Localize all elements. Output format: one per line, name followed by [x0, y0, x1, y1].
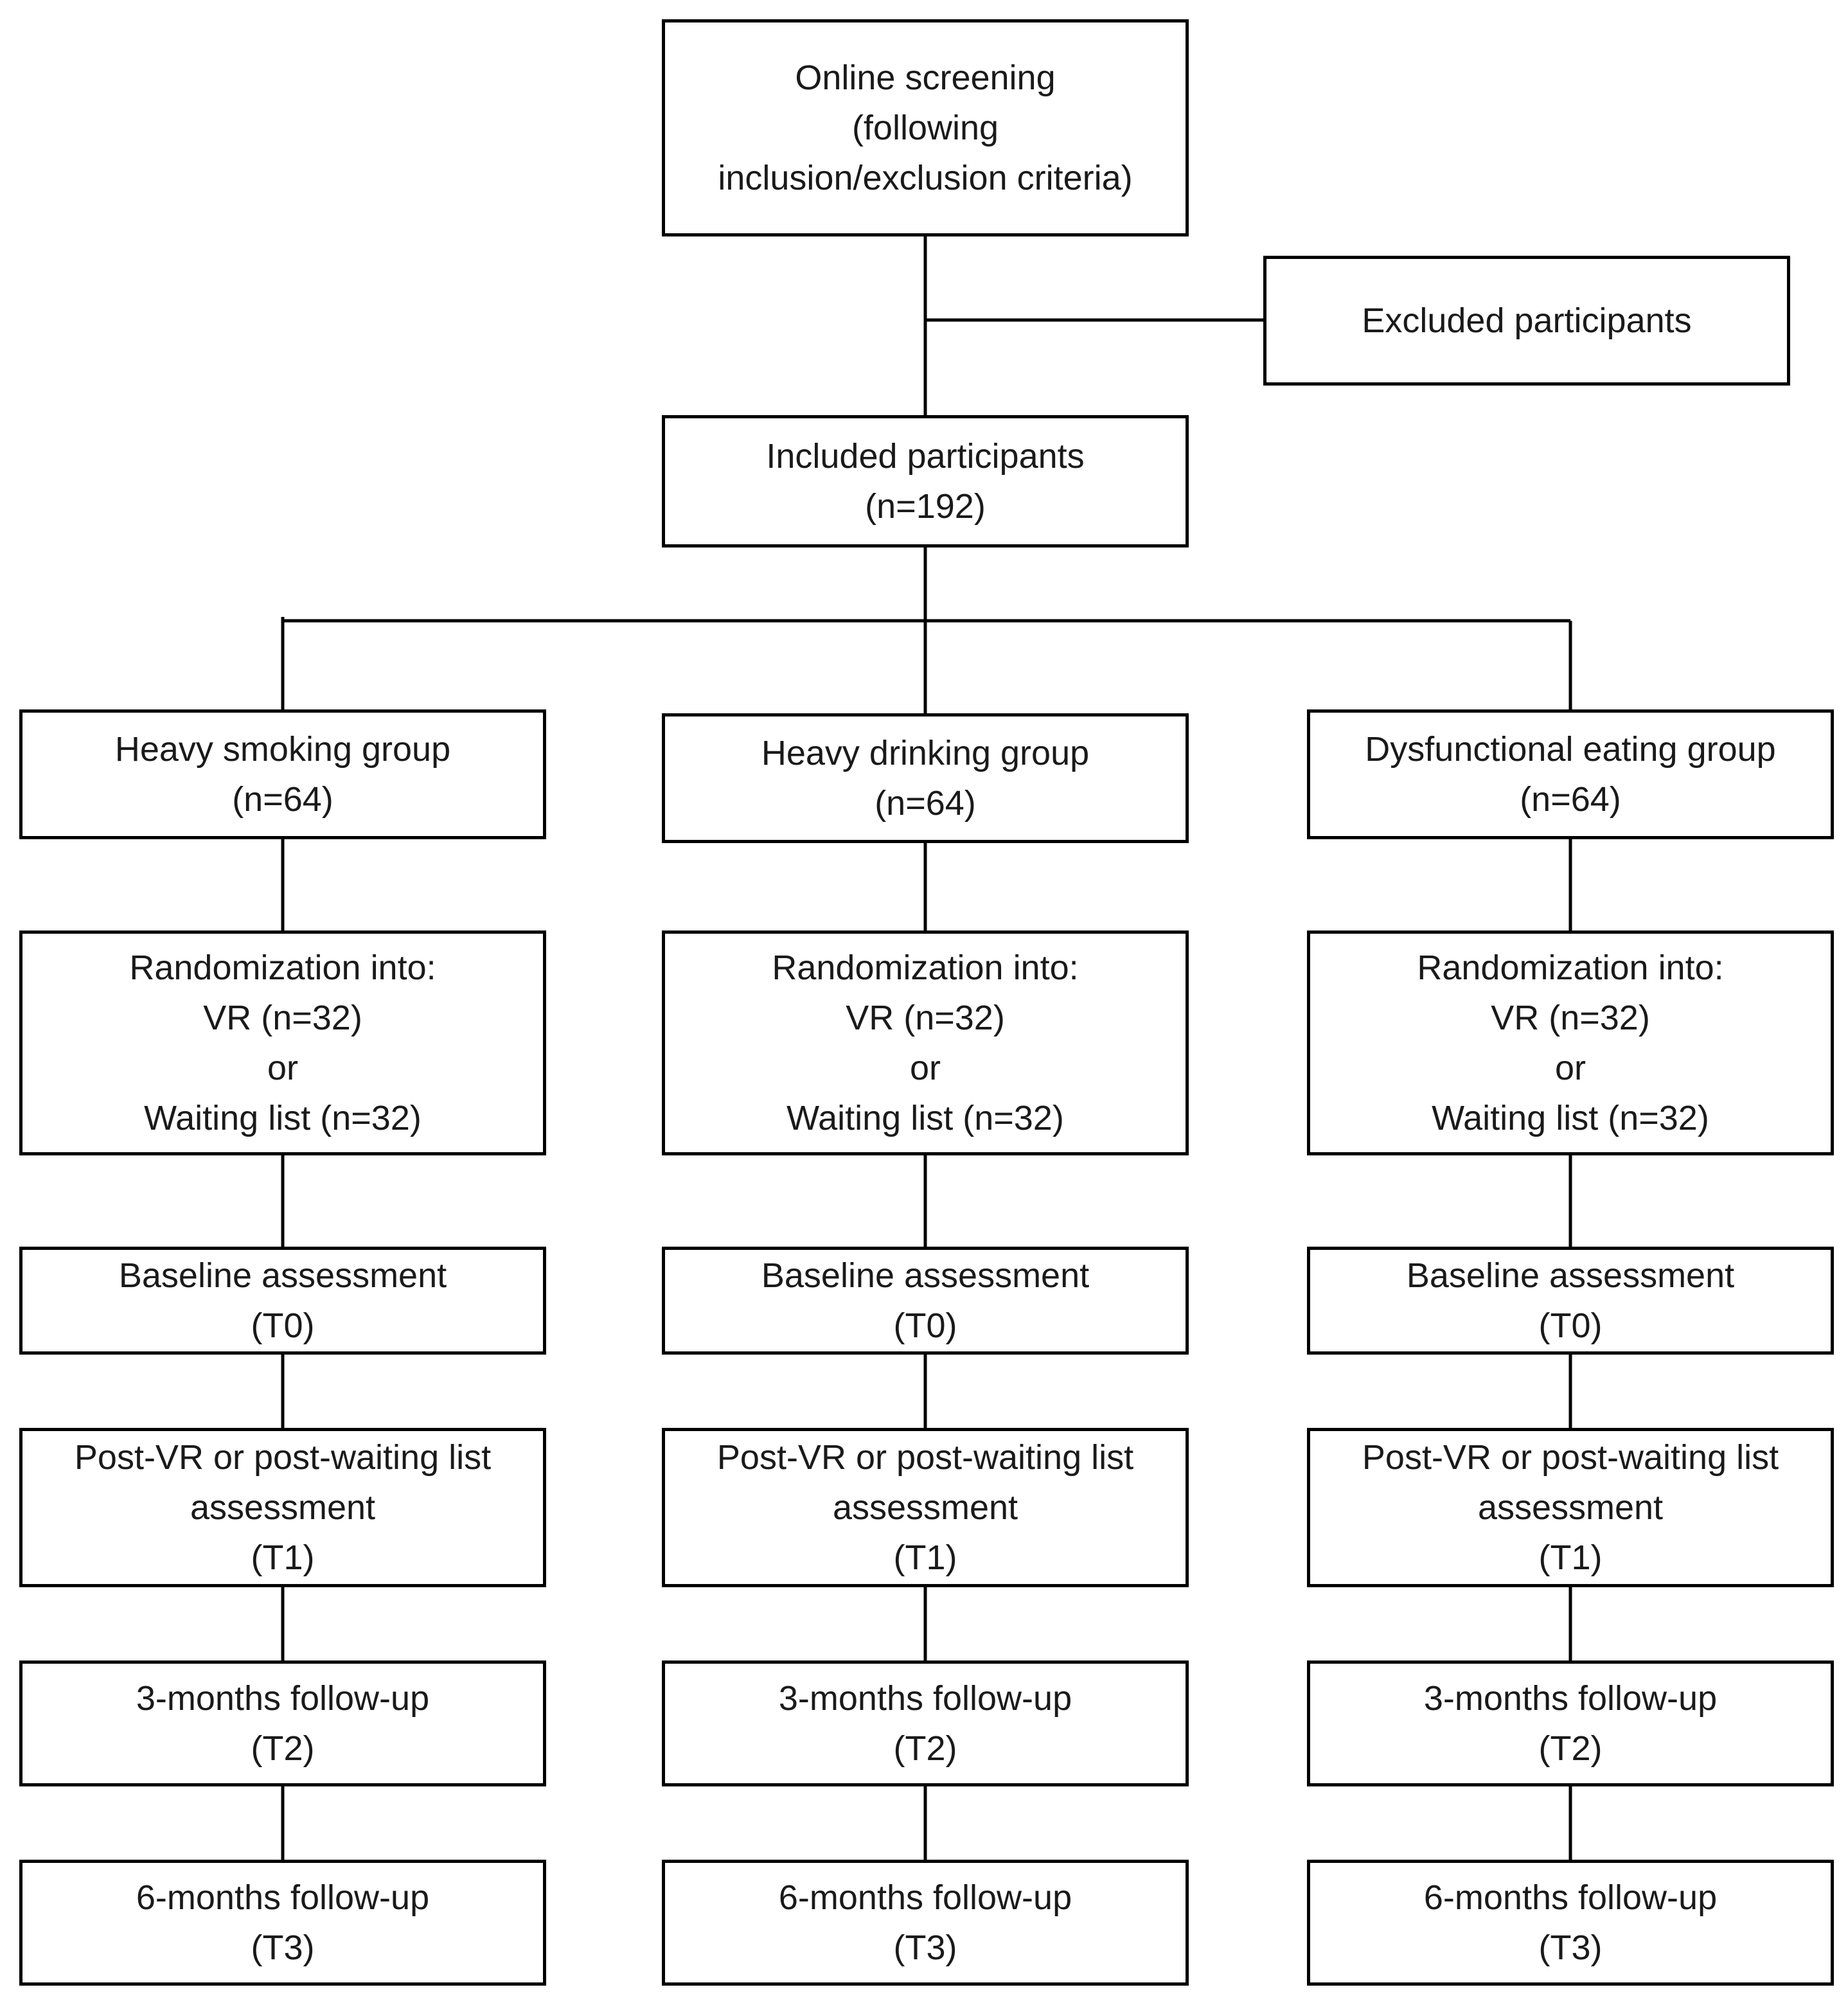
followup6-line: (T3) [251, 1928, 315, 1967]
group-box-eating: Dysfunctional eating group (n=64) [1307, 709, 1834, 839]
followup-3m-box-drinking: 3-months follow-up (T2) [662, 1660, 1189, 1786]
randomization-box-eating: Randomization into: VR (n=32) or Waiting… [1307, 930, 1834, 1155]
followup3-line: (T2) [1538, 1729, 1603, 1768]
baseline-line: (T0) [1538, 1306, 1603, 1345]
included-count: (n=192) [865, 487, 986, 526]
baseline-line: Baseline assessment [761, 1256, 1090, 1295]
followup3-line: 3-months follow-up [778, 1679, 1072, 1718]
online-screening-box: Online screening (following inclusion/ex… [662, 19, 1189, 236]
followup-3m-box-eating: 3-months follow-up (T2) [1307, 1660, 1834, 1786]
screening-line-2: (following [851, 109, 999, 147]
included-participants-box: Included participants (n=192) [662, 415, 1189, 547]
screening-line-1: Online screening [795, 58, 1056, 97]
group-name: Heavy drinking group [761, 734, 1090, 772]
followup6-line: (T3) [1538, 1928, 1603, 1967]
randomization-line: Waiting list (n=32) [1432, 1099, 1709, 1137]
baseline-line: Baseline assessment [118, 1256, 447, 1295]
group-name: Heavy smoking group [114, 730, 451, 769]
followup6-line: 6-months follow-up [136, 1878, 430, 1917]
post-line: (T1) [251, 1538, 315, 1577]
followup3-line: 3-months follow-up [1423, 1679, 1718, 1718]
screening-line-3: inclusion/exclusion criteria) [718, 159, 1133, 197]
group-count: (n=64) [232, 780, 333, 819]
baseline-line: (T0) [251, 1306, 315, 1345]
randomization-line: or [909, 1049, 941, 1087]
followup6-line: (T3) [893, 1928, 957, 1967]
randomization-line: Randomization into: [129, 948, 436, 987]
group-box-drinking: Heavy drinking group (n=64) [662, 713, 1189, 843]
followup3-line: (T2) [251, 1729, 315, 1768]
post-line: Post-VR or post-waiting list [716, 1438, 1134, 1477]
randomization-box-drinking: Randomization into: VR (n=32) or Waiting… [662, 930, 1189, 1155]
randomization-line: Randomization into: [772, 948, 1079, 987]
randomization-line: Waiting list (n=32) [786, 1099, 1064, 1137]
baseline-box-smoking: Baseline assessment (T0) [19, 1247, 546, 1355]
group-count: (n=64) [1520, 780, 1621, 819]
baseline-line: Baseline assessment [1406, 1256, 1735, 1295]
post-assessment-box-drinking: Post-VR or post-waiting list assessment … [662, 1428, 1189, 1587]
post-line: (T1) [1538, 1538, 1603, 1577]
group-box-smoking: Heavy smoking group (n=64) [19, 709, 546, 839]
baseline-line: (T0) [893, 1306, 957, 1345]
randomization-line: or [267, 1049, 298, 1087]
post-line: assessment [1477, 1488, 1664, 1527]
followup-6m-box-eating: 6-months follow-up (T3) [1307, 1860, 1834, 1986]
followup3-line: 3-months follow-up [136, 1679, 430, 1718]
followup3-line: (T2) [893, 1729, 957, 1768]
randomization-line: VR (n=32) [846, 999, 1005, 1037]
followup-3m-box-smoking: 3-months follow-up (T2) [19, 1660, 546, 1786]
randomization-line: Randomization into: [1417, 948, 1724, 987]
randomization-line: VR (n=32) [1491, 999, 1650, 1037]
excluded-participants-box: Excluded participants [1263, 256, 1790, 386]
followup6-line: 6-months follow-up [1423, 1878, 1718, 1917]
followup-6m-box-drinking: 6-months follow-up (T3) [662, 1860, 1189, 1986]
randomization-line: Waiting list (n=32) [144, 1099, 422, 1137]
post-line: (T1) [893, 1538, 957, 1577]
baseline-box-eating: Baseline assessment (T0) [1307, 1247, 1834, 1355]
post-assessment-box-smoking: Post-VR or post-waiting list assessment … [19, 1428, 546, 1587]
followup6-line: 6-months follow-up [778, 1878, 1072, 1917]
post-line: assessment [190, 1488, 376, 1527]
post-assessment-box-eating: Post-VR or post-waiting list assessment … [1307, 1428, 1834, 1587]
baseline-box-drinking: Baseline assessment (T0) [662, 1247, 1189, 1355]
included-title: Included participants [766, 437, 1085, 476]
group-name: Dysfunctional eating group [1365, 730, 1776, 769]
randomization-line: VR (n=32) [203, 999, 362, 1037]
followup-6m-box-smoking: 6-months follow-up (T3) [19, 1860, 546, 1986]
post-line: assessment [832, 1488, 1018, 1527]
excluded-label: Excluded participants [1362, 301, 1692, 340]
randomization-box-smoking: Randomization into: VR (n=32) or Waiting… [19, 930, 546, 1155]
post-line: Post-VR or post-waiting list [74, 1438, 492, 1477]
randomization-line: or [1554, 1049, 1586, 1087]
post-line: Post-VR or post-waiting list [1362, 1438, 1779, 1477]
group-count: (n=64) [875, 784, 976, 823]
